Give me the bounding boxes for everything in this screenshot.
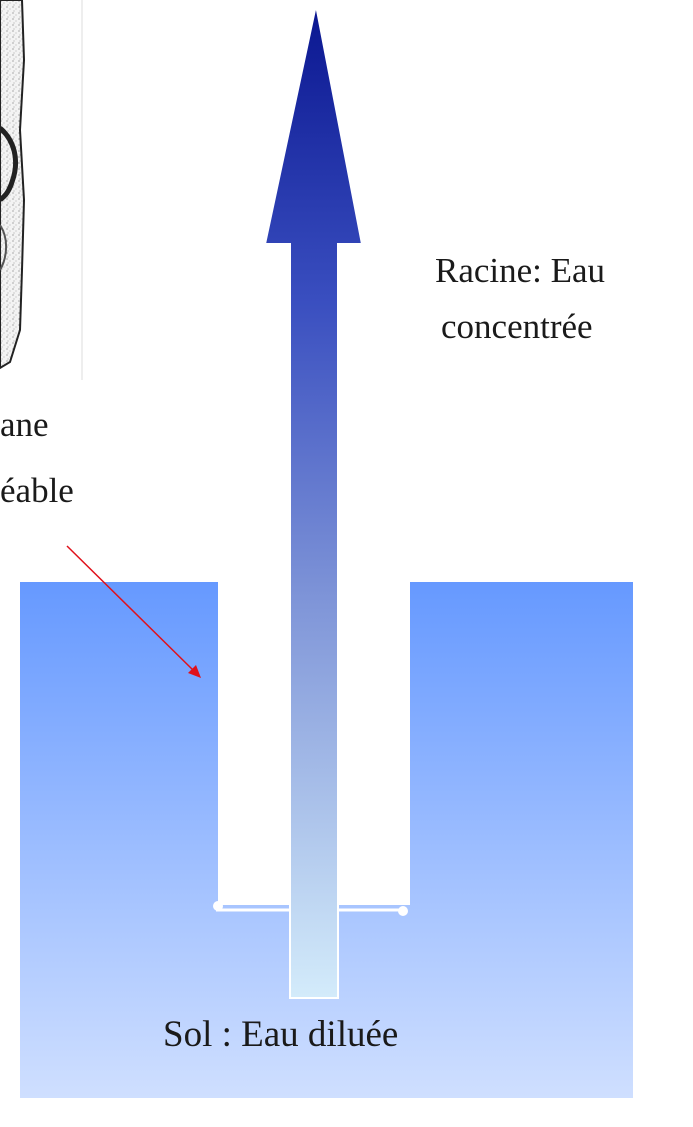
membrane-pointer <box>66 545 201 678</box>
soil-water-area <box>20 582 633 1098</box>
root-label-line2: concentrée <box>441 307 593 346</box>
membrane-label-line2: éable <box>0 471 74 510</box>
root-sketch-inner-line <box>0 224 7 271</box>
root-sketch-curve <box>0 126 18 202</box>
soil-label: Sol : Eau diluée <box>163 1014 398 1055</box>
soil-container <box>20 582 633 1098</box>
pointer-line <box>66 545 196 673</box>
root-label-line1: Racine: Eau <box>435 251 605 290</box>
membrane-left-knob <box>213 901 223 911</box>
flow-arrow-shape <box>263 4 364 999</box>
membrane-right-knob <box>398 906 408 916</box>
membrane-label-line1: ane <box>0 405 49 444</box>
water-flow-arrow <box>263 4 364 999</box>
root-cross-section-illustration <box>0 0 83 380</box>
pointer-head-icon <box>188 665 201 678</box>
